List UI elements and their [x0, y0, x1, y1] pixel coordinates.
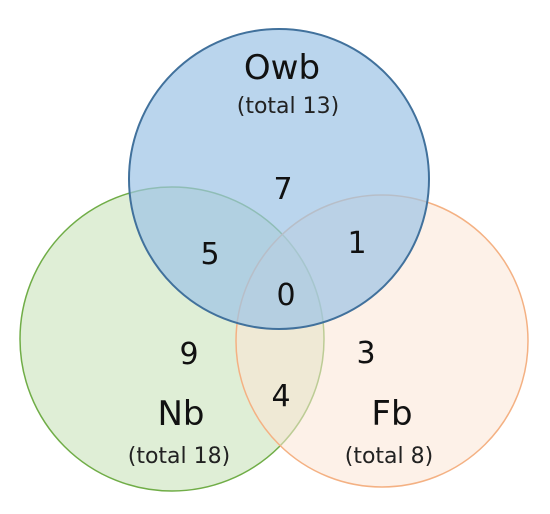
nb-set-total: (total 18) — [128, 444, 230, 469]
owb-nb-count: 5 — [200, 237, 219, 272]
nb-fb-count: 4 — [271, 379, 290, 414]
fb-set-name: Fb — [371, 394, 412, 434]
all-three-count: 0 — [276, 278, 295, 313]
owb-fb-count: 1 — [347, 226, 366, 261]
owb-set-name: Owb — [244, 48, 320, 88]
nb-only-count: 9 — [179, 337, 198, 372]
owb-set-total: (total 13) — [237, 94, 339, 119]
fb-only-count: 3 — [356, 336, 375, 371]
owb-only-count: 7 — [273, 172, 292, 207]
nb-set-name: Nb — [157, 394, 204, 434]
owb-set-circle — [128, 28, 430, 330]
fb-set-total: (total 8) — [345, 444, 433, 469]
